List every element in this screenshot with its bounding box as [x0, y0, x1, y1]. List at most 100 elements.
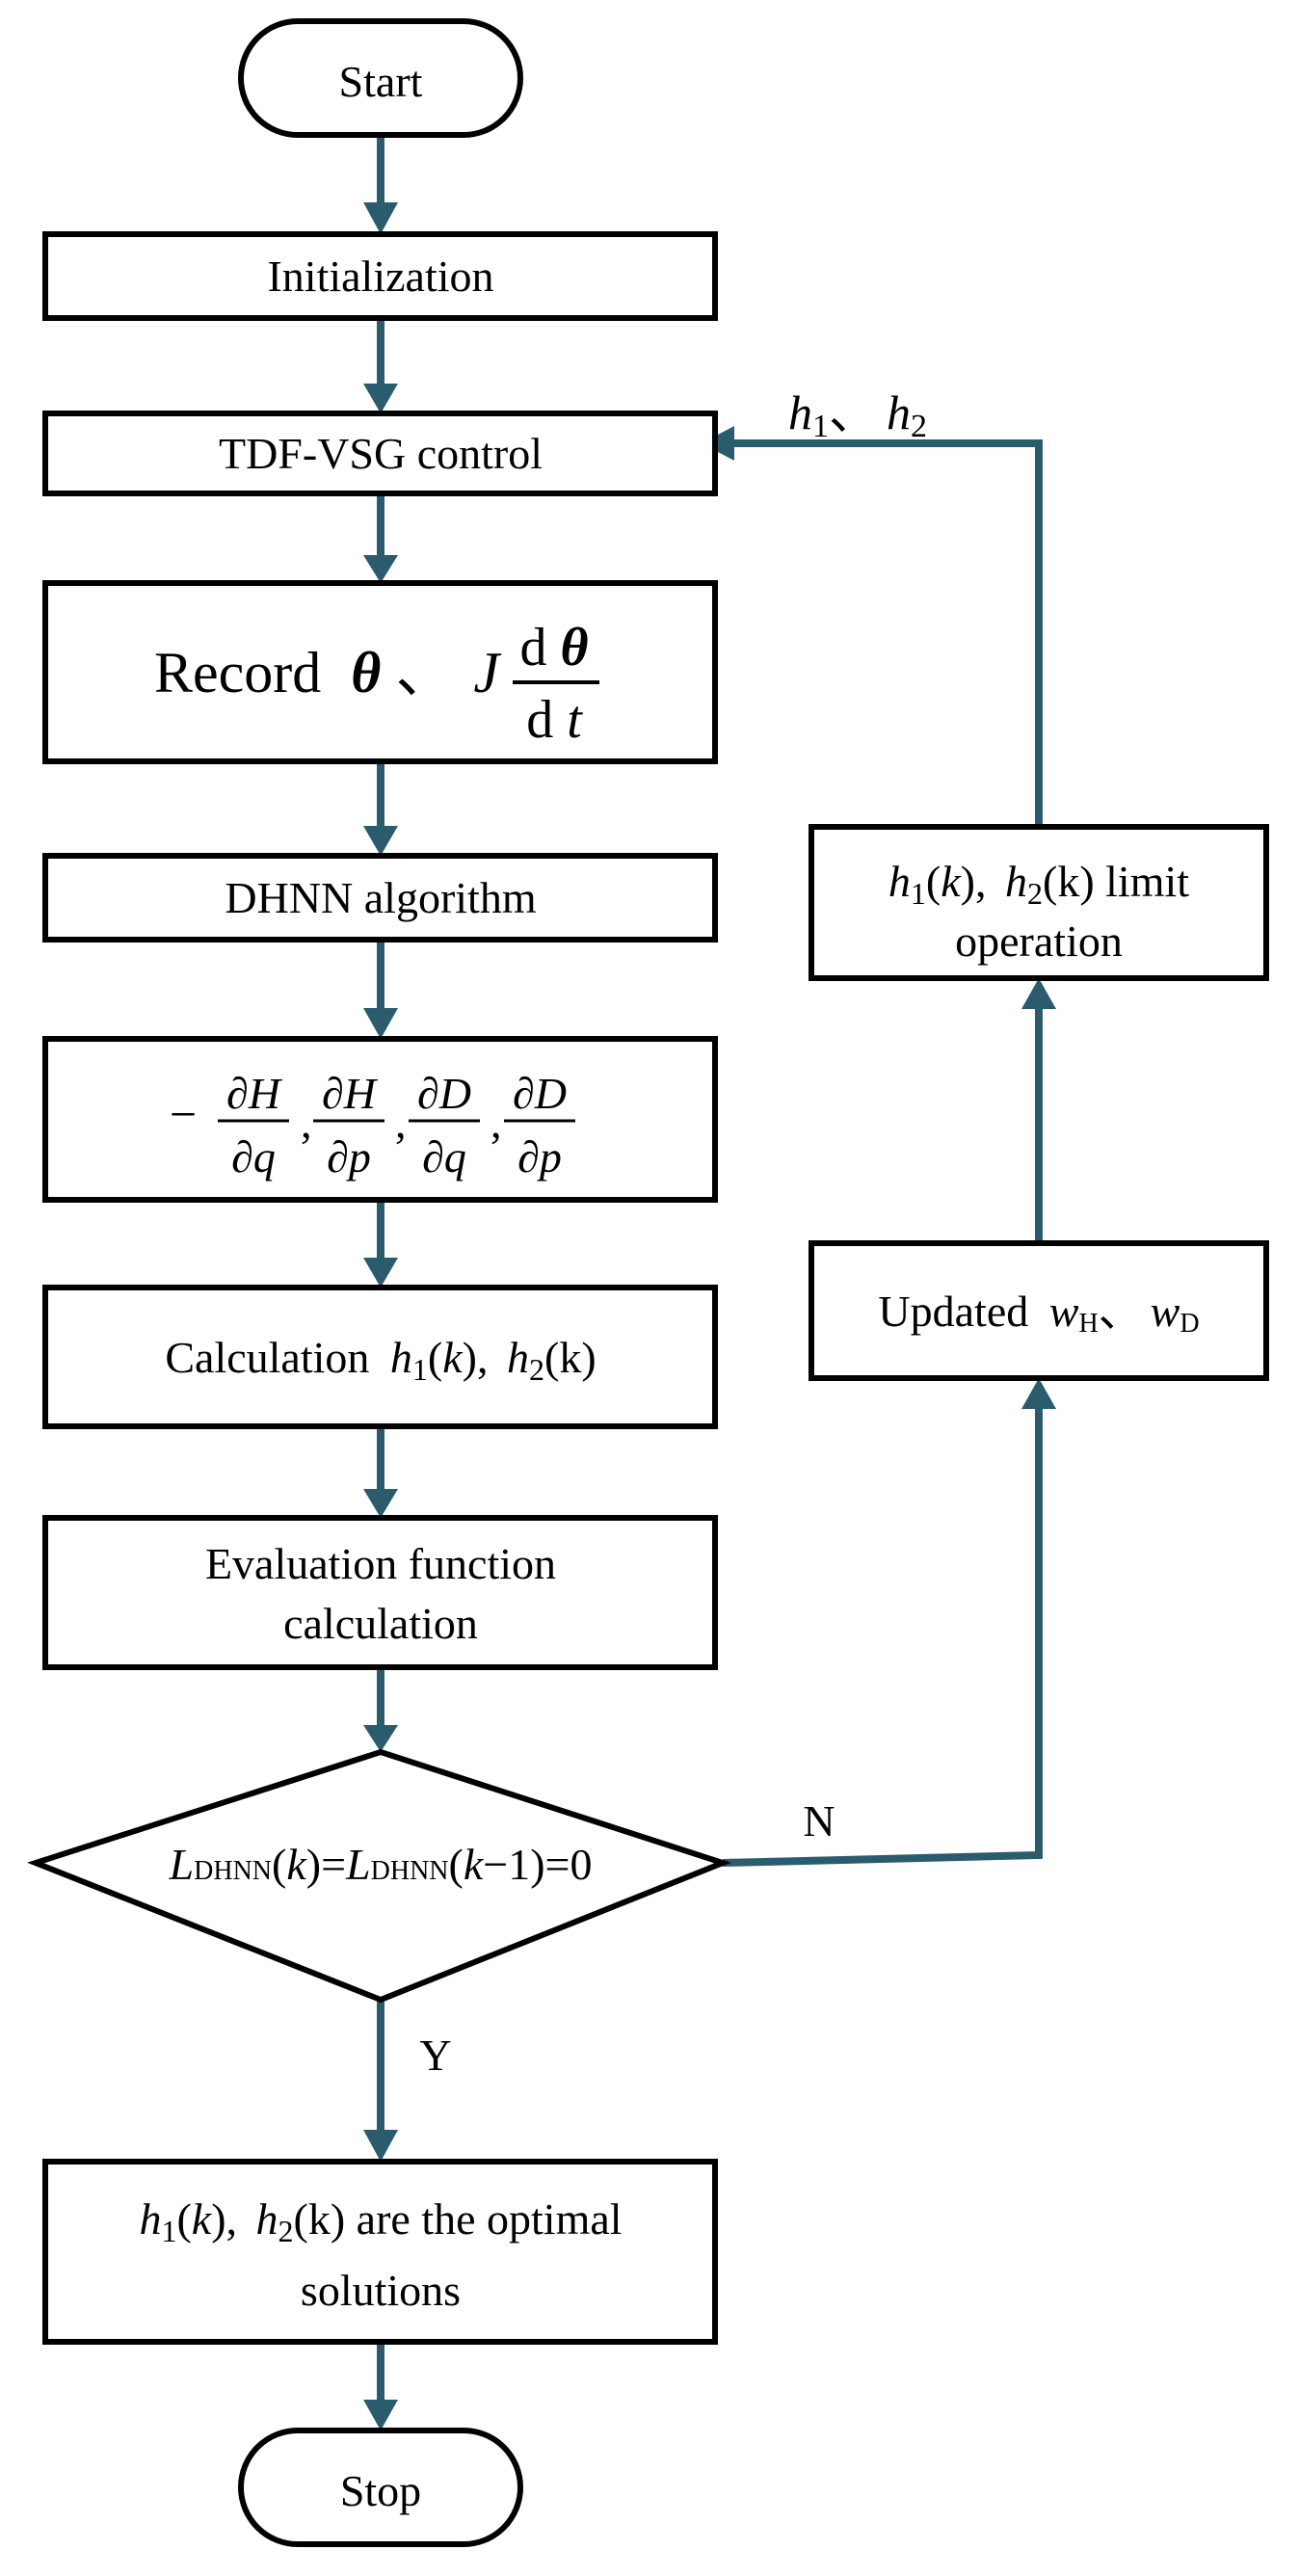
- calculation-label: Calculation: [165, 1333, 369, 1382]
- node-optimal-solutions: h1(k), h2(k) are the optimal solutions: [42, 2159, 718, 2345]
- calc-h1-sub: 1: [412, 1352, 428, 1387]
- limit-line1: h1(k), h2(k) limit: [888, 857, 1189, 911]
- updated-sep: 、: [1099, 1287, 1143, 1336]
- arrowhead-partials: [363, 1008, 398, 1039]
- edge-label-no: N: [803, 1796, 835, 1846]
- partials-f1-num-d: ∂: [226, 1069, 249, 1118]
- node-record: Record θ 、 J d θ d t: [42, 580, 718, 764]
- record-frac-num-d: d: [519, 618, 546, 677]
- node-stop: Stop: [238, 2428, 523, 2547]
- arrowhead-updated: [1021, 1378, 1056, 1409]
- node-updated-weights: Updated wH、wD: [809, 1240, 1269, 1381]
- partials-f3-num-d: ∂: [417, 1069, 439, 1118]
- limit-line2: operation: [955, 916, 1123, 966]
- arrowhead-limit: [1021, 978, 1056, 1009]
- optimal-line1: h1(k), h2(k) are the optimal: [139, 2194, 622, 2248]
- lim-h1-sub: 1: [911, 876, 926, 911]
- partials-comma-1: ,: [301, 1098, 312, 1147]
- opt-comma: ,: [226, 2194, 249, 2244]
- calc-open-2: (: [544, 1333, 559, 1382]
- node-dhnn-algorithm: DHNN algorithm: [42, 853, 718, 943]
- calc-h2-sub: 2: [529, 1352, 544, 1387]
- node-start: Start: [238, 18, 523, 138]
- partials-f2-den-p: p: [346, 1132, 371, 1182]
- decision-open2: (: [449, 1840, 464, 1889]
- arrowhead-record: [363, 555, 398, 583]
- record-j: J: [473, 641, 501, 704]
- partials-f3-num: ∂D: [417, 1069, 471, 1118]
- lim-h2: h: [1005, 857, 1027, 906]
- record-frac-num-theta: θ: [560, 618, 588, 677]
- partials-minus: −: [170, 1087, 197, 1141]
- partials-comma-3: ,: [490, 1098, 502, 1147]
- lim-tail: limit: [1095, 857, 1190, 906]
- connectors: [377, 135, 1043, 2400]
- record-theta: θ: [351, 641, 381, 704]
- calc-k-1: k: [442, 1333, 464, 1382]
- lim-open-1: (: [926, 857, 941, 906]
- lim-h2-sub: 2: [1027, 876, 1043, 911]
- decision-sub2: DHNN: [371, 1856, 449, 1886]
- calculation-text: Calculation h1(k), h2(k): [165, 1333, 596, 1387]
- initialization-label: Initialization: [267, 252, 493, 301]
- partials-f4-num-d: ∂: [513, 1069, 535, 1118]
- partials-f4-num: ∂D: [513, 1069, 567, 1118]
- lim-close-2: ): [1079, 857, 1094, 906]
- partials-f3-den-d: ∂: [422, 1132, 444, 1182]
- partials-f2-den-d: ∂: [327, 1132, 349, 1182]
- opt-k-2: k: [308, 2194, 331, 2244]
- updated-text: Updated wH、wD: [878, 1287, 1199, 1339]
- evaluation-line2: calculation: [283, 1599, 478, 1648]
- partials-f2-num: ∂H: [322, 1069, 379, 1118]
- partials-f4-den-p: p: [537, 1132, 562, 1182]
- node-tdf-vsg-control: TDF-VSG control: [42, 411, 718, 496]
- fb-h2: h: [887, 385, 911, 439]
- edge-decision-no: [722, 1407, 1043, 1867]
- fb-sep: 、: [829, 385, 877, 439]
- partials-f2-num-d: ∂: [322, 1069, 344, 1118]
- node-limit-operation: h1(k), h2(k) limit operation: [809, 824, 1269, 981]
- edge-limit-tdf: [732, 439, 1043, 827]
- decision-text: LDHNN(k)=LDHNN(k−1)=0: [169, 1840, 593, 1889]
- opt-tail: are the optimal: [345, 2194, 622, 2244]
- node-evaluation: Evaluation function calculation: [42, 1515, 718, 1670]
- opt-k-1: k: [192, 2194, 213, 2244]
- calc-k-2: k: [559, 1333, 581, 1382]
- partials-f2-den: ∂p: [327, 1132, 371, 1182]
- record-frac-den-t: t: [567, 690, 583, 750]
- decision-k2: k: [464, 1840, 485, 1889]
- decision-k1: k: [286, 1840, 307, 1889]
- partials-comma-2: ,: [395, 1098, 407, 1147]
- partials-f1-num-h: H: [248, 1069, 283, 1118]
- partials-f1-den-d: ∂: [231, 1132, 253, 1182]
- node-initialization: Initialization: [42, 231, 718, 321]
- partials-f1-num: ∂H: [226, 1069, 283, 1118]
- lim-k-1: k: [941, 857, 962, 906]
- lim-k-2: k: [1057, 857, 1079, 906]
- edge-label-yes: Y: [419, 2031, 451, 2080]
- opt-close-2: ): [331, 2194, 345, 2244]
- updated-sub-h: H: [1078, 1309, 1098, 1339]
- calc-close-1: ): [463, 1333, 477, 1382]
- calc-comma: ,: [477, 1333, 499, 1382]
- fb-sub1: 1: [812, 409, 829, 444]
- updated-sub-d: D: [1180, 1309, 1199, 1339]
- lim-comma: ,: [975, 857, 997, 906]
- arrowhead-init: [363, 202, 398, 234]
- calc-close-2: ): [581, 1333, 596, 1382]
- opt-h2: h: [256, 2194, 278, 2244]
- arrowhead-optimal: [363, 2130, 398, 2162]
- lim-close-1: ): [961, 857, 975, 906]
- opt-open-1: (: [176, 2194, 191, 2244]
- updated-w2: w: [1151, 1287, 1180, 1336]
- fb-h1: h: [788, 385, 812, 439]
- partials-f3-den-q: q: [444, 1132, 466, 1182]
- lim-open-2: (: [1043, 857, 1057, 906]
- partials-f4-den: ∂p: [517, 1132, 562, 1182]
- partials-f1-den-q: q: [253, 1132, 276, 1182]
- arrowhead-stop: [363, 2400, 398, 2430]
- fb-sub2: 2: [911, 409, 927, 444]
- record-sep: 、: [395, 641, 453, 704]
- stop-label: Stop: [340, 2466, 421, 2515]
